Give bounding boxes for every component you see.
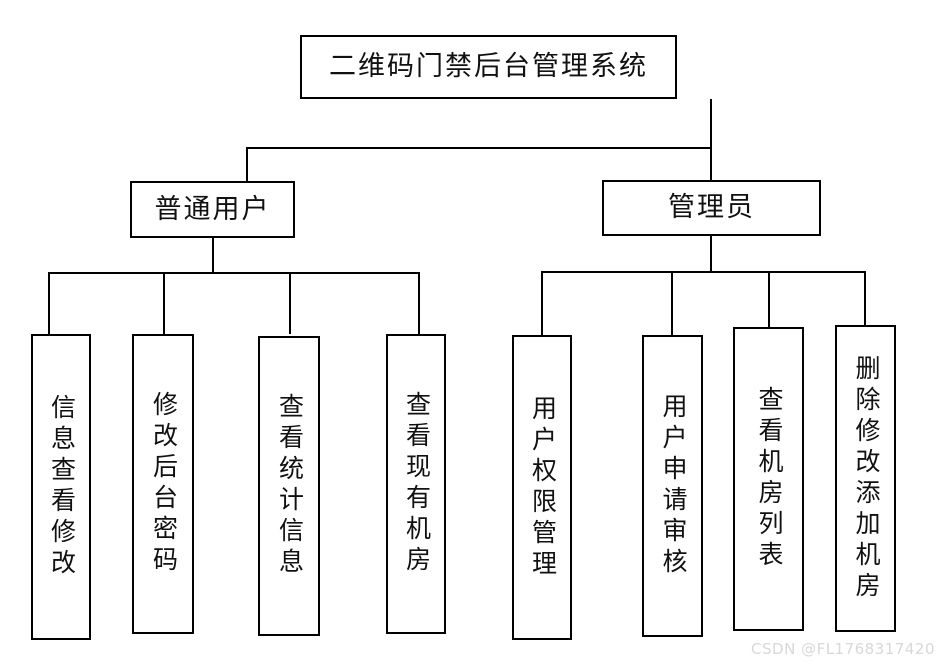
node-delete-edit-add-room-label: 删除修改添加机房 (852, 354, 879, 603)
connector-left-drop-1 (48, 272, 50, 334)
node-view-statistics-label: 查看统计信息 (275, 393, 303, 579)
csdn-watermark: CSDN @FL1768317420 (751, 640, 935, 658)
node-root-label: 二维码门禁后台管理系统 (329, 51, 648, 82)
node-root[interactable]: 二维码门禁后台管理系统 (300, 35, 677, 99)
connector-to-regular-user (246, 147, 248, 182)
node-view-room-list-label: 查看机房列表 (755, 386, 782, 572)
connector-right-bus (541, 271, 866, 273)
node-view-existing-rooms[interactable]: 查看现有机房 (386, 334, 446, 634)
connector-right-drop-3 (768, 271, 770, 327)
node-user-application-review-label: 用户申请审核 (659, 393, 686, 579)
connector-administrator-stem (710, 236, 712, 272)
connector-regular-user-stem (212, 238, 214, 274)
node-delete-edit-add-room[interactable]: 删除修改添加机房 (835, 325, 896, 632)
node-info-view-edit-label: 信息查看修改 (47, 394, 75, 580)
node-user-permission-management-label: 用户权限管理 (528, 394, 556, 581)
connector-to-administrator (710, 147, 712, 181)
node-info-view-edit[interactable]: 信息查看修改 (31, 334, 91, 640)
connector-right-drop-4 (864, 271, 866, 325)
node-administrator-label: 管理员 (668, 192, 755, 223)
node-change-backend-password-label: 修改后台密码 (149, 391, 177, 577)
node-view-existing-rooms-label: 查看现有机房 (402, 391, 430, 577)
node-user-application-review[interactable]: 用户申请审核 (642, 335, 703, 637)
node-view-room-list[interactable]: 查看机房列表 (733, 327, 804, 631)
node-regular-user-label: 普通用户 (154, 193, 271, 224)
connector-left-drop-2 (163, 272, 165, 334)
connector-left-drop-4 (418, 272, 420, 334)
node-administrator[interactable]: 管理员 (602, 180, 821, 236)
connector-top-bus (246, 147, 712, 149)
node-user-permission-management[interactable]: 用户权限管理 (512, 335, 572, 640)
connector-left-bus (48, 272, 420, 274)
connector-left-drop-3 (289, 272, 291, 334)
connector-right-drop-2 (671, 271, 673, 335)
node-regular-user[interactable]: 普通用户 (130, 181, 295, 238)
connector-right-drop-1 (541, 271, 543, 335)
connector-root-stem (710, 99, 712, 149)
node-change-backend-password[interactable]: 修改后台密码 (132, 334, 194, 634)
node-view-statistics[interactable]: 查看统计信息 (258, 336, 320, 636)
